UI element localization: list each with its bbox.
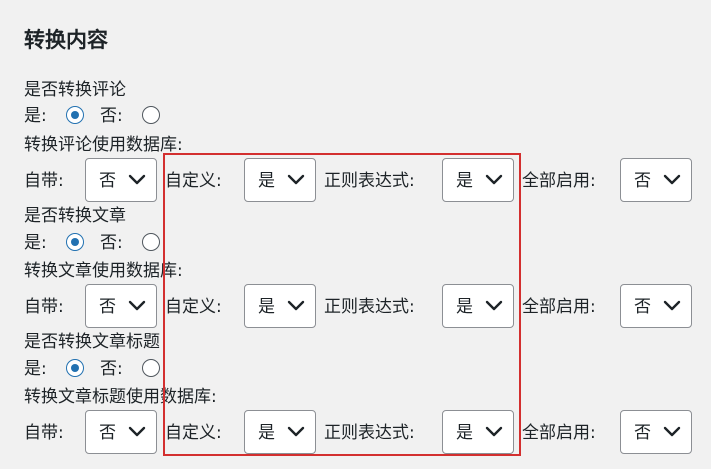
chevron-down-icon <box>485 426 503 437</box>
regex-label: 正则表达式: <box>324 297 415 317</box>
chevron-down-icon <box>663 426 681 437</box>
all-label: 全部启用: <box>522 423 596 443</box>
select-value: 否 <box>99 171 116 191</box>
radio-no-label: 否: <box>100 359 123 379</box>
radio-yes-convert-articles[interactable] <box>66 233 84 251</box>
builtin-select-articles[interactable]: 否 <box>85 284 157 328</box>
regex-select-articles[interactable]: 是 <box>442 284 514 328</box>
question-convert-articles: 是否转换文章 <box>24 206 126 226</box>
select-value: 否 <box>99 423 116 443</box>
chevron-down-icon <box>485 174 503 185</box>
custom-select-article-titles[interactable]: 是 <box>244 410 316 454</box>
regex-label: 正则表达式: <box>324 423 415 443</box>
db-label-article-titles: 转换文章标题使用数据库: <box>24 387 217 407</box>
builtin-select-comments[interactable]: 否 <box>85 158 157 202</box>
db-label-comments: 转换评论使用数据库: <box>24 135 183 155</box>
radio-no-label: 否: <box>100 233 123 253</box>
db-select-row-comments: 自带: 否 自定义: 是 正则表达式: 是 全部启用: 否 <box>0 158 711 204</box>
select-value: 是 <box>258 171 275 191</box>
regex-select-comments[interactable]: 是 <box>442 158 514 202</box>
radio-yes-convert-comments[interactable] <box>66 106 84 124</box>
all-select-articles[interactable]: 否 <box>620 284 692 328</box>
select-value: 否 <box>99 297 116 317</box>
custom-label: 自定义: <box>165 297 222 317</box>
select-value: 是 <box>456 423 473 443</box>
custom-label: 自定义: <box>165 423 222 443</box>
radio-no-convert-comments[interactable] <box>142 106 160 124</box>
db-label-articles: 转换文章使用数据库: <box>24 261 183 281</box>
select-value: 否 <box>634 423 651 443</box>
db-select-row-article-titles: 自带: 否 自定义: 是 正则表达式: 是 全部启用: 否 <box>0 410 711 456</box>
chevron-down-icon <box>663 174 681 185</box>
select-value: 否 <box>634 297 651 317</box>
chevron-down-icon <box>485 300 503 311</box>
section-title: 转换内容 <box>24 28 108 52</box>
question-convert-article-titles: 是否转换文章标题 <box>24 332 160 352</box>
chevron-down-icon <box>663 300 681 311</box>
radio-yes-label: 是: <box>24 106 47 126</box>
db-select-row-articles: 自带: 否 自定义: 是 正则表达式: 是 全部启用: 否 <box>0 284 711 330</box>
custom-label: 自定义: <box>165 171 222 191</box>
all-label: 全部启用: <box>522 297 596 317</box>
all-label: 全部启用: <box>522 171 596 191</box>
radio-no-convert-article-titles[interactable] <box>142 359 160 377</box>
chevron-down-icon <box>128 426 146 437</box>
builtin-label: 自带: <box>24 297 64 317</box>
chevron-down-icon <box>287 426 305 437</box>
select-value: 是 <box>258 297 275 317</box>
chevron-down-icon <box>128 174 146 185</box>
select-value: 是 <box>456 297 473 317</box>
builtin-select-article-titles[interactable]: 否 <box>85 410 157 454</box>
select-value: 是 <box>258 423 275 443</box>
radio-no-convert-articles[interactable] <box>142 233 160 251</box>
chevron-down-icon <box>287 174 305 185</box>
regex-select-article-titles[interactable]: 是 <box>442 410 514 454</box>
radio-yes-convert-article-titles[interactable] <box>66 359 84 377</box>
builtin-label: 自带: <box>24 171 64 191</box>
custom-select-articles[interactable]: 是 <box>244 284 316 328</box>
radio-no-label: 否: <box>100 106 123 126</box>
select-value: 否 <box>634 171 651 191</box>
all-select-article-titles[interactable]: 否 <box>620 410 692 454</box>
custom-select-comments[interactable]: 是 <box>244 158 316 202</box>
all-select-comments[interactable]: 否 <box>620 158 692 202</box>
regex-label: 正则表达式: <box>324 171 415 191</box>
radio-yes-label: 是: <box>24 359 47 379</box>
question-convert-comments: 是否转换评论 <box>24 80 126 100</box>
builtin-label: 自带: <box>24 423 64 443</box>
select-value: 是 <box>456 171 473 191</box>
radio-yes-label: 是: <box>24 233 47 253</box>
chevron-down-icon <box>287 300 305 311</box>
chevron-down-icon <box>128 300 146 311</box>
